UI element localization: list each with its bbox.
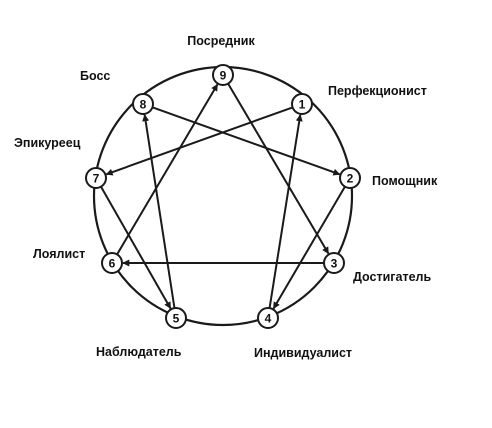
node-4: 4 — [257, 307, 279, 329]
node-8-circle — [132, 93, 154, 115]
node-9: 9 — [212, 64, 234, 86]
edge-2-to-4 — [272, 186, 346, 310]
label-individualist: Индивидуалист — [254, 346, 352, 360]
nodes-layer: 9 1 2 3 4 5 6 7 — [85, 64, 361, 329]
label-perfekcionist: Перфекционист — [328, 84, 427, 98]
node-1-number: 1 — [299, 98, 306, 112]
node-2-circle — [339, 167, 361, 189]
node-4-number: 4 — [265, 312, 272, 326]
node-5-circle — [165, 307, 187, 329]
node-6: 6 — [101, 252, 123, 274]
label-epikureec: Эпикуреец — [14, 136, 81, 150]
node-1-circle — [291, 93, 313, 115]
node-2-number: 2 — [347, 172, 354, 186]
node-3-number: 3 — [331, 257, 338, 271]
edge-4-to-1 — [268, 114, 303, 309]
node-1: 1 — [291, 93, 313, 115]
edges-layer — [100, 83, 346, 310]
node-9-circle — [212, 64, 234, 86]
edge-6-to-9 — [116, 83, 219, 255]
node-8-number: 8 — [140, 98, 147, 112]
label-loyalist: Лоялист — [33, 247, 85, 261]
node-5: 5 — [165, 307, 187, 329]
label-boss: Босс — [80, 69, 110, 83]
labels-layer: Посредник Перфекционист Помощник Достига… — [14, 34, 438, 360]
edge-5-to-8 — [142, 114, 176, 309]
label-nablyudatel: Наблюдатель — [96, 345, 182, 359]
edge-7-to-5 — [100, 186, 172, 310]
edge-8-to-2 — [152, 106, 341, 176]
node-3: 3 — [323, 252, 345, 274]
label-pomoshchnik: Помощник — [372, 174, 438, 188]
node-4-circle — [257, 307, 279, 329]
node-3-circle — [323, 252, 345, 274]
edge-9-to-3 — [227, 83, 330, 255]
label-dostigatel: Достигатель — [353, 270, 431, 284]
edge-1-to-7 — [105, 106, 293, 176]
node-6-circle — [101, 252, 123, 274]
node-7-number: 7 — [93, 172, 100, 186]
node-7: 7 — [85, 167, 107, 189]
node-8: 8 — [132, 93, 154, 115]
node-2: 2 — [339, 167, 361, 189]
node-7-circle — [85, 167, 107, 189]
node-5-number: 5 — [173, 312, 180, 326]
node-6-number: 6 — [109, 257, 116, 271]
label-posrednik: Посредник — [187, 34, 255, 48]
node-9-number: 9 — [220, 69, 227, 83]
